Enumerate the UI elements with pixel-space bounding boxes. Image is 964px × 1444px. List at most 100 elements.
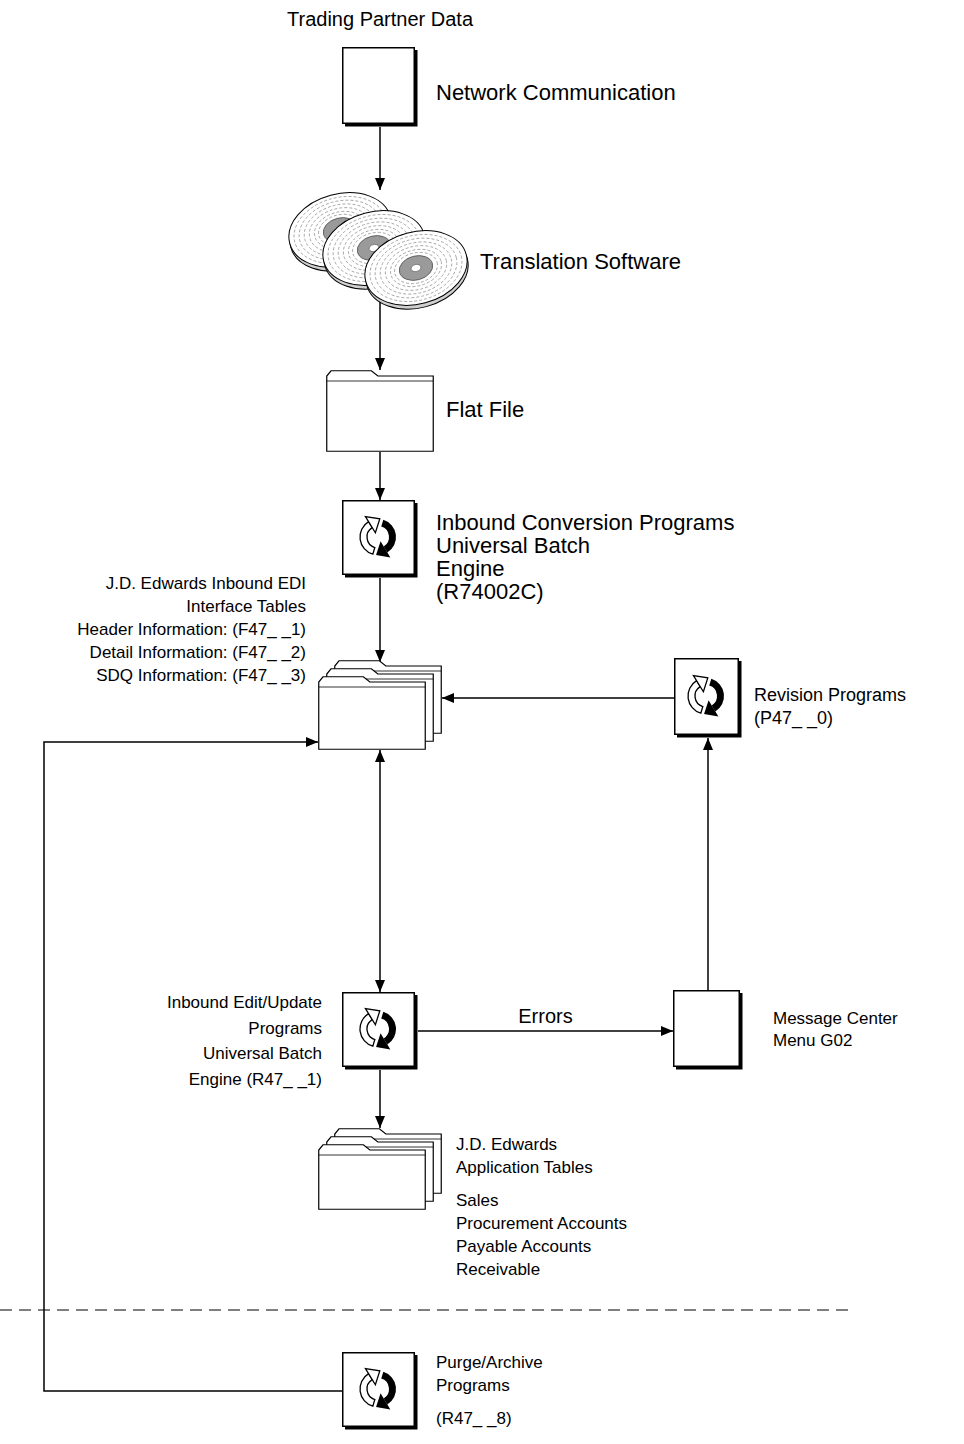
flow-arrow <box>44 742 342 1391</box>
node-detail: Sales <box>456 1190 676 1213</box>
cycle-head <box>365 1369 379 1385</box>
node-detail: (R47_ _8) <box>436 1408 586 1431</box>
disc <box>356 220 476 320</box>
box-outline <box>343 993 415 1067</box>
cycle-symbol <box>688 676 724 717</box>
process-box: Message Center Menu G02 <box>673 990 743 1070</box>
node-label: J.D. Edwards Inbound EDI Interface Table… <box>26 573 306 688</box>
program-box: Purge/Archive Programs(R47_ _8) <box>342 1352 418 1430</box>
program-box: Revision Programs (P47_ _0) <box>674 658 742 738</box>
flow-arrow <box>379 452 381 500</box>
cycle-head <box>365 517 379 533</box>
program-box: Inbound Edit/Update ProgramsUniversal Ba… <box>342 992 418 1070</box>
table-folder: J.D. Edwards Inbound EDI Interface Table… <box>318 660 442 750</box>
node-shape <box>342 47 418 127</box>
cycle-head <box>376 1393 390 1409</box>
node-title: Purge/Archive Programs <box>436 1352 566 1398</box>
folder-outline <box>319 677 426 750</box>
node-title: Revision Programs (P47_ _0) <box>754 684 926 731</box>
node-label: Message Center Menu G02 <box>773 1008 923 1052</box>
node-shape <box>318 660 442 750</box>
cycle-head <box>693 676 707 692</box>
folder-flap <box>327 381 434 382</box>
node-title: Message Center Menu G02 <box>773 1008 923 1052</box>
flow-arrow <box>379 127 381 190</box>
node-detail: Universal Batch Engine (R74002C) <box>436 534 611 603</box>
flow-arrow <box>707 738 709 990</box>
flow-arrow <box>379 292 381 370</box>
node-title: J.D. Edwards Inbound EDI Interface Table… <box>81 573 306 619</box>
cycle-head <box>376 1033 390 1049</box>
node-detail: Receivable <box>456 1259 676 1282</box>
folder-flap <box>319 687 426 688</box>
divider-line <box>0 1309 848 1310</box>
node-label: Inbound Conversion ProgramsUniversal Bat… <box>436 511 816 603</box>
disc-groove <box>368 229 463 306</box>
diagram-title: Trading Partner Data <box>287 8 473 31</box>
flow-arrow <box>379 750 381 992</box>
node-detail: Procurement Accounts <box>456 1213 676 1236</box>
flow-arrow <box>442 697 674 699</box>
node-label: Revision Programs (P47_ _0) <box>754 684 926 731</box>
node-label: Flat File <box>446 398 646 422</box>
box-outline <box>343 48 415 124</box>
node-shape <box>342 500 418 578</box>
node-title: Inbound Edit/Update Programs <box>148 990 322 1041</box>
node-shape <box>342 992 418 1070</box>
program-box: Inbound Conversion ProgramsUniversal Bat… <box>342 500 418 578</box>
node-title: Network Communication <box>436 81 756 105</box>
disc-groove <box>362 225 469 312</box>
disc-groove <box>380 239 451 297</box>
box-outline <box>343 501 415 575</box>
box-outline <box>674 991 740 1067</box>
folder-flap <box>319 1155 426 1156</box>
node-detail: Payable Accounts <box>456 1236 676 1259</box>
disc-groove <box>374 234 457 302</box>
disc-groove <box>386 244 446 292</box>
disc-hub <box>396 252 435 284</box>
cycle-head <box>704 700 718 716</box>
node-title: Flat File <box>446 398 646 422</box>
node-shape <box>318 1128 442 1210</box>
cycle-symbol <box>360 517 396 558</box>
node-title: Inbound Conversion Programs <box>436 511 816 534</box>
node-shape <box>282 178 478 318</box>
node-title: Translation Software <box>480 250 780 274</box>
node-detail: Universal Batch Engine (R47_ _1) <box>148 1041 322 1092</box>
node-shape <box>342 1352 418 1430</box>
table-folder: Flat File <box>326 370 434 452</box>
disc-hole <box>410 263 421 272</box>
node-shape <box>673 990 743 1070</box>
folder-outline <box>319 1145 426 1210</box>
cycle-symbol <box>360 1009 396 1050</box>
cycle-head <box>376 541 390 557</box>
connector-group <box>44 127 708 1391</box>
node-label: Network Communication <box>436 81 756 105</box>
process-box: Network Communication <box>342 47 418 127</box>
node-label: J.D. Edwards Application TablesSalesProc… <box>456 1134 676 1282</box>
node-detail: Header Information: (F47_ _1) <box>26 619 306 642</box>
node-shape <box>326 370 434 452</box>
flow-arrow <box>418 1030 673 1032</box>
flow-arrow <box>379 578 381 662</box>
node-label: Translation Software <box>480 250 780 274</box>
node-title: J.D. Edwards Application Tables <box>456 1134 616 1180</box>
disc-face <box>356 220 475 316</box>
disc-groove <box>391 248 441 289</box>
edge-label: Errors <box>515 1005 575 1028</box>
node-label: Purge/Archive Programs (R47_ _8) <box>436 1352 586 1431</box>
cycle-symbol <box>360 1369 396 1410</box>
box-outline <box>675 659 739 735</box>
software-discs: Translation Software <box>282 178 478 318</box>
cycle-head <box>365 1009 379 1025</box>
table-folder: J.D. Edwards Application TablesSalesProc… <box>318 1128 442 1210</box>
node-label: Inbound Edit/Update ProgramsUniversal Ba… <box>122 990 322 1092</box>
node-shape <box>674 658 742 738</box>
flow-arrow <box>379 1070 381 1128</box>
box-outline <box>343 1353 415 1427</box>
folder-outline <box>327 371 434 452</box>
node-detail: Detail Information: (F47_ _2) <box>26 642 306 665</box>
node-detail: SDQ Information: (F47_ _3) <box>26 665 306 688</box>
